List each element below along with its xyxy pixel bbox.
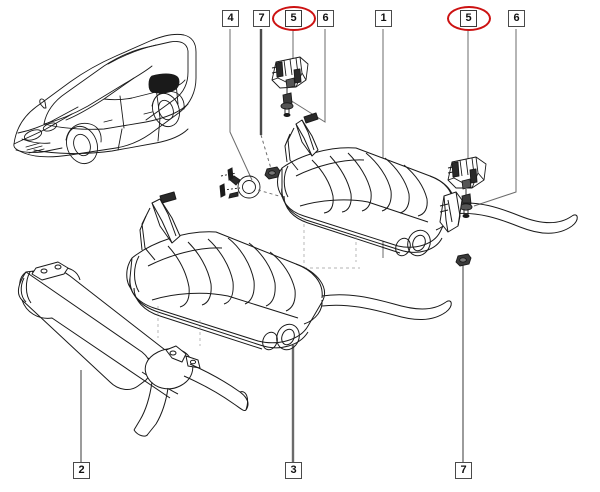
vehicle-outline-group [13,33,197,165]
part-5-bracket-upper [271,56,309,96]
callout-7-bottom[interactable]: 7 [455,462,472,479]
callout-5-left[interactable]: 5 [285,10,302,27]
part-3-rear-silencer-lower [126,191,325,351]
part-1-rear-silencer-upper [277,112,455,269]
leader-lines-bottom [80,264,464,462]
callout-7-top[interactable]: 7 [253,10,270,27]
callout-2[interactable]: 2 [73,462,90,479]
callout-5-right[interactable]: 5 [460,10,477,27]
callout-6-left[interactable]: 6 [317,10,334,27]
tailpipe-right [439,191,578,234]
callout-3[interactable]: 3 [285,462,302,479]
leader-6a [289,29,326,123]
part-4-pipe-clamp [219,167,301,203]
part-6-bolt-upper [280,92,294,118]
part-5-bracket-right [447,156,487,196]
midpipe-lower [321,294,452,320]
leader-4 [229,29,253,181]
callout-1[interactable]: 1 [375,10,392,27]
part-7-nut-right [455,253,472,267]
callout-4[interactable]: 4 [222,10,239,27]
callout-6-right[interactable]: 6 [508,10,525,27]
part-7-nut-upper [264,166,281,180]
leader-6b [473,29,517,207]
part-2-intermediate-silencer [18,261,249,437]
